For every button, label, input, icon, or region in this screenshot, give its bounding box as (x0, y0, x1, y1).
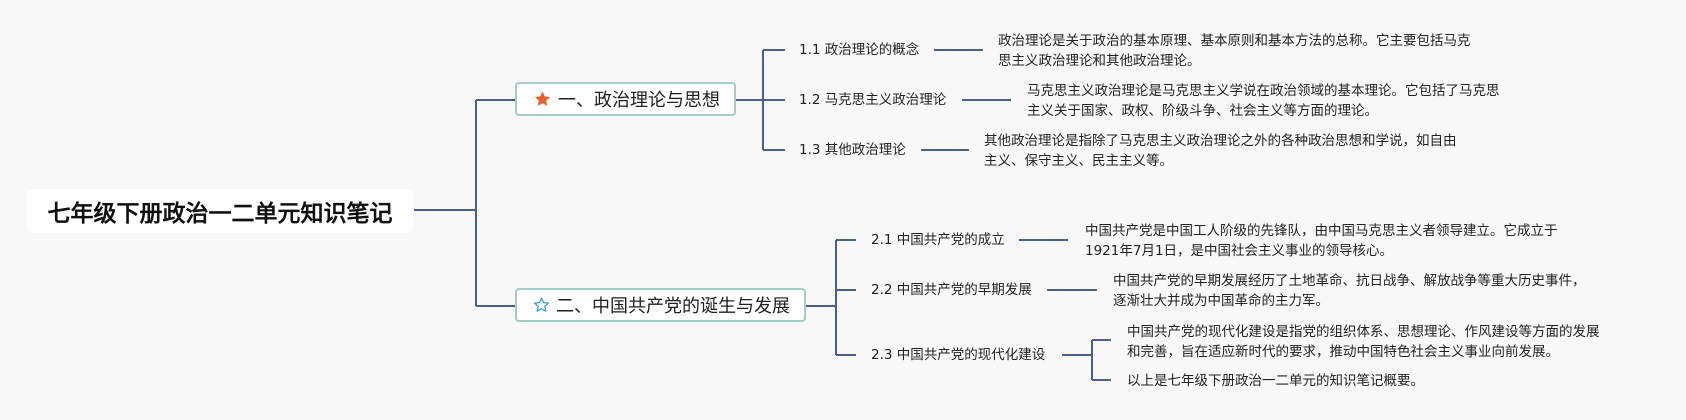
root-title: 七年级下册政治一二单元知识笔记 (47, 201, 393, 227)
topic-node-political-theory[interactable]: 一、政治理论与思想 (515, 82, 736, 116)
desc-line: 中国共产党的现代化建设是指党的组织体系、思想理论、作风建设等方面的发展 (1127, 324, 1600, 340)
desc-line: 和完善，旨在适应新时代的要求，推动中国特色社会主义事业向前发展。 (1127, 344, 1559, 360)
desc-2-2[interactable]: 中国共产党的早期发展经历了土地革命、抗日战争、解放战争等重大历史事件， 逐渐壮大… (1113, 271, 1586, 311)
subtopic-2-3[interactable]: 2.3 中国共产党的现代化建设 (871, 347, 1046, 363)
desc-1-2[interactable]: 马克思主义政治理论是马克思主义学说在政治领域的基本理论。它包括了马克思 主义关于… (1027, 81, 1500, 121)
desc-2-3[interactable]: 中国共产党的现代化建设是指党的组织体系、思想理论、作风建设等方面的发展 和完善，… (1127, 322, 1600, 362)
connector-2-3 (1062, 339, 1111, 381)
desc-line: 主义关于国家、政权、阶级斗争、社会主义等方面的理论。 (1027, 103, 1378, 119)
desc-line: 1921年7月1日，是中国社会主义事业的领导核心。 (1085, 243, 1394, 259)
desc-line: 中国共产党的早期发展经历了土地革命、抗日战争、解放战争等重大历史事件， (1113, 273, 1586, 289)
subtopic-2-1[interactable]: 2.1 中国共产党的成立 (871, 232, 1005, 248)
connector-root (414, 99, 515, 307)
desc-line: 马克思主义政治理论是马克思主义学说在政治领域的基本理论。它包括了马克思 (1027, 83, 1500, 99)
desc-1-1[interactable]: 政治理论是关于政治的基本原理、基本原则和基本方法的总称。它主要包括马克 思主义政… (998, 31, 1471, 71)
desc-1-3[interactable]: 其他政治理论是指除了马克思主义政治理论之外的各种政治思想和学说，如自由 主义、保… (984, 131, 1457, 171)
topic-label: 一、政治理论与思想 (558, 90, 720, 111)
subtopic-2-2[interactable]: 2.2 中国共产党的早期发展 (871, 282, 1032, 298)
star-filled-icon (534, 91, 551, 106)
connector-topic-2 (806, 239, 856, 356)
desc-line: 政治理论是关于政治的基本原理、基本原则和基本方法的总称。它主要包括马克 (998, 33, 1471, 49)
connector-topic-1 (736, 49, 785, 151)
root-node[interactable]: 七年级下册政治一二单元知识笔记 (27, 189, 413, 233)
topic-label: 二、中国共产党的诞生与发展 (556, 296, 790, 317)
desc-line: 主义、保守主义、民主主义等。 (984, 153, 1173, 169)
star-outline-icon (533, 297, 550, 312)
desc-2-1[interactable]: 中国共产党是中国工人阶级的先锋队，由中国马克思主义者领导建立。它成立于 1921… (1085, 221, 1558, 261)
desc-line: 逐渐壮大并成为中国革命的主力军。 (1113, 293, 1329, 309)
desc-line: 中国共产党是中国工人阶级的先锋队，由中国马克思主义者领导建立。它成立于 (1085, 223, 1558, 239)
desc-line: 其他政治理论是指除了马克思主义政治理论之外的各种政治思想和学说，如自由 (984, 133, 1457, 149)
subtopic-1-1[interactable]: 1.1 政治理论的概念 (799, 42, 920, 58)
summary-note[interactable]: 以上是七年级下册政治一二单元的知识笔记概要。 (1127, 373, 1424, 389)
subtopic-1-3[interactable]: 1.3 其他政治理论 (799, 142, 906, 158)
desc-line: 思主义政治理论和其他政治理论。 (998, 53, 1201, 69)
subtopic-1-2[interactable]: 1.2 马克思主义政治理论 (799, 92, 947, 108)
topic-node-cpc[interactable]: 二、中国共产党的诞生与发展 (515, 288, 806, 322)
